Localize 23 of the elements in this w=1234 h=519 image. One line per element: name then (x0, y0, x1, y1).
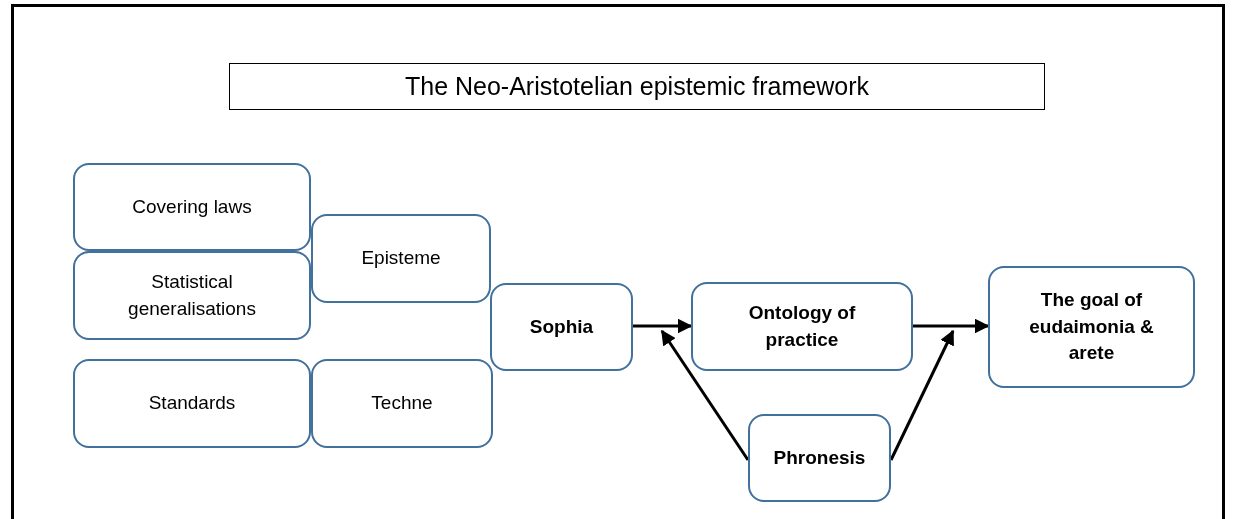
rounded-box (490, 283, 633, 371)
node-label: Phronesis (773, 445, 866, 470)
title-box: The Neo-Aristotelian epistemic framework (229, 63, 1045, 110)
node-label: Episteme (361, 246, 441, 271)
node-label: Standards (148, 391, 236, 416)
node-label: Covering laws (132, 194, 252, 219)
rounded-box (988, 266, 1195, 388)
rounded-box (73, 163, 311, 251)
rounded-box (691, 282, 913, 371)
arrow (913, 318, 990, 334)
arrow (889, 329, 955, 461)
arrow (660, 329, 750, 461)
node-label: Sophia (529, 314, 594, 339)
rounded-box (748, 414, 891, 502)
arrow (633, 318, 693, 334)
rounded-box (73, 359, 311, 448)
rounded-box (311, 214, 491, 303)
node-label: The goal of eudaimonia & arete (1028, 288, 1155, 366)
node-label: Statistical generalisations (127, 269, 257, 321)
node-label: Techne (371, 391, 433, 416)
rounded-box (311, 359, 493, 448)
node-label: Ontology of practice (747, 300, 857, 352)
rounded-box (73, 251, 311, 340)
